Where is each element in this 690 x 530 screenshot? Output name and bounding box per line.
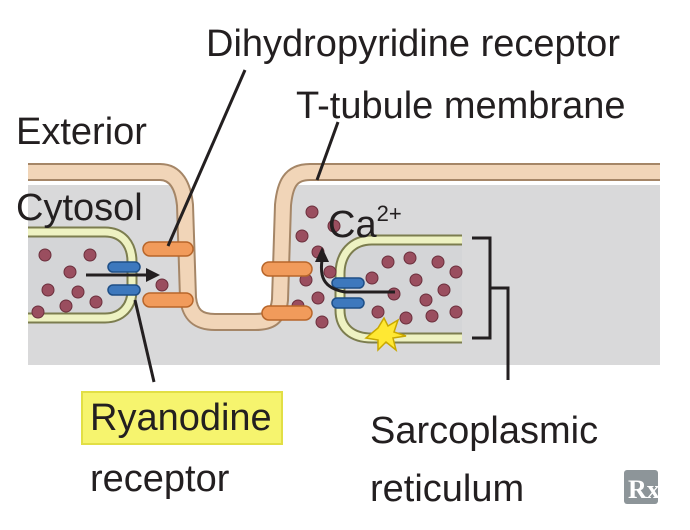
sarcoplasmic-reticulum-label-line2: reticulum [370,468,524,510]
spark-icon [364,316,407,352]
ryanodine-receptor-label-line1: Ryanodine [90,397,272,439]
rx-logo-text: Rx [628,475,660,504]
exterior-region [28,0,660,322]
calcium-ions-left-sr [31,248,103,319]
calcium-symbol: Ca [328,204,377,246]
dihydropyridine-receptors [142,241,313,321]
exterior-label: Exterior [16,111,147,153]
t-tubule-membrane-fill [28,165,660,329]
arrow-icon [86,259,395,294]
bracket-icon [472,236,510,380]
calcium-charge: 2+ [377,201,402,226]
arrowhead-left [146,268,160,282]
t-tubule-membrane-label: T-tubule membrane [296,85,626,127]
ryanodine-highlight [81,391,283,445]
calcium-ions-cytosol [155,205,341,329]
cytosol-label: Cytosol [16,187,143,229]
arrowhead-up [315,247,329,262]
ryanodine-receptor-label-line2: receptor [90,458,230,500]
ryanodine-receptors [107,261,365,309]
leader-lines [133,69,340,383]
rx-logo-icon: Rx [624,470,660,504]
dihydropyridine-receptor-label: Dihydropyridine receptor [206,23,620,65]
calcium-label: Ca2+ [328,201,402,246]
calcium-ions-right-sr [365,251,463,325]
sarcoplasmic-reticulum-label-line1: Sarcoplasmic [370,410,598,452]
